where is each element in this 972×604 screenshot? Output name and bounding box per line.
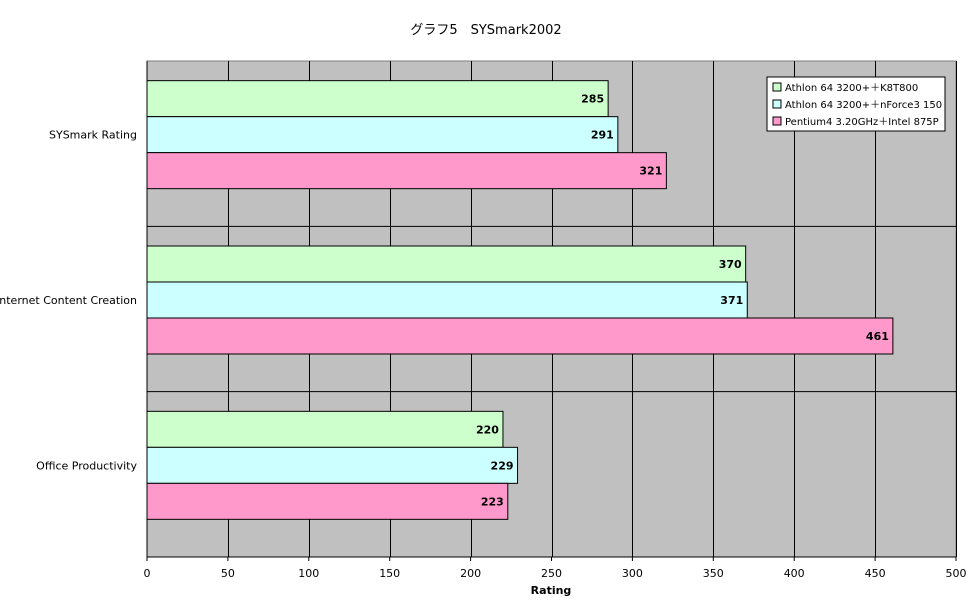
x-tick-label: 0 xyxy=(144,567,151,580)
bar xyxy=(146,116,619,154)
legend-entry: Pentium4 3.20GHz＋Intel 875P xyxy=(785,117,939,128)
bar xyxy=(146,281,748,319)
bar-value-label: 229 xyxy=(491,459,514,472)
x-tick-label: 100 xyxy=(298,567,319,580)
chart-title: グラフ5 SYSmark2002 xyxy=(410,23,561,38)
bar-value-label: 370 xyxy=(719,258,742,271)
legend-swatch xyxy=(772,82,782,92)
bars xyxy=(146,80,894,520)
bar xyxy=(146,410,504,448)
bar-value-label: 371 xyxy=(720,294,743,307)
bar-value-label: 220 xyxy=(476,423,499,436)
bar-value-label: 461 xyxy=(866,330,889,343)
x-tick-label: 150 xyxy=(379,567,400,580)
category-label: Office Productivity xyxy=(36,459,137,472)
bar-value-label: 291 xyxy=(591,129,614,142)
bar xyxy=(146,245,747,283)
legend-swatch xyxy=(772,99,782,109)
bar xyxy=(146,482,509,520)
x-tick-label: 300 xyxy=(622,567,643,580)
legend-entry: Athlon 64 3200+＋K8T800 xyxy=(785,83,918,94)
bar xyxy=(146,317,894,355)
x-tick-label: 450 xyxy=(865,567,886,580)
bar-value-label: 223 xyxy=(481,495,504,508)
x-tick-label: 400 xyxy=(784,567,805,580)
category-label: SYSmark Rating xyxy=(49,129,137,142)
bar-value-label: 321 xyxy=(639,165,662,178)
x-tick-label: 200 xyxy=(460,567,481,580)
x-tick-label: 250 xyxy=(541,567,562,580)
bar-value-label: 285 xyxy=(581,93,604,106)
bar xyxy=(146,446,519,484)
legend-entry: Athlon 64 3200+＋nForce3 150 xyxy=(785,100,942,111)
legend-box xyxy=(766,76,946,132)
x-axis-title: Rating xyxy=(531,584,572,597)
x-axis-ticks: 0 50 100 150 200 250 300 350 400 450 500 xyxy=(144,557,967,580)
x-tick-label: 350 xyxy=(703,567,724,580)
bar-labels: 285 291 321 370 371 461 220 229 223 xyxy=(476,93,889,509)
category-label: Internet Content Creation xyxy=(0,294,137,307)
bar xyxy=(146,80,609,118)
bar xyxy=(146,152,667,190)
x-tick-label: 500 xyxy=(946,567,967,580)
x-tick-label: 50 xyxy=(221,567,235,580)
legend-swatch xyxy=(772,116,782,126)
